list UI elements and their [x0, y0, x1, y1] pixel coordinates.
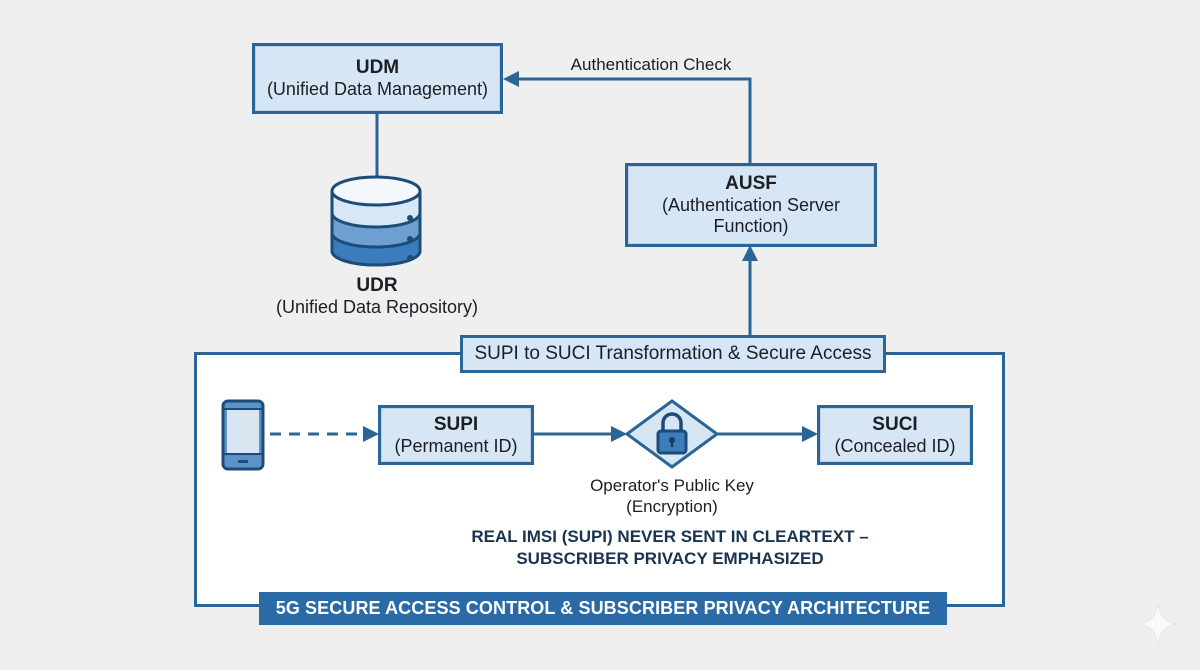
udm-box[interactable]: UDM (Unified Data Management)	[252, 43, 503, 114]
ausf-title: AUSF	[725, 173, 777, 194]
auth-check-arrow	[503, 71, 752, 165]
lock-icon	[656, 412, 688, 455]
auth-check-label: Authentication Check	[570, 55, 732, 74]
suci-box[interactable]: SUCI (Concealed ID)	[817, 405, 973, 465]
ausf-subtitle-line1: (Authentication Server	[661, 195, 841, 215]
suci-subtitle: (Concealed ID)	[834, 435, 956, 456]
udr-subtitle: (Unified Data Repository)	[275, 297, 479, 317]
database-icon	[330, 175, 422, 267]
udm-title: UDM	[355, 57, 400, 78]
section-title: SUPI to SUCI Transformation & Secure Acc…	[460, 335, 886, 373]
encryption-label: Operator's Public Key (Encryption)	[570, 475, 774, 517]
ausf-subtitle-line2: Function)	[713, 216, 789, 236]
privacy-section-frame	[194, 352, 1005, 607]
privacy-statement: REAL IMSI (SUPI) NEVER SENT IN CLEARTEXT…	[440, 526, 900, 570]
supi-box[interactable]: SUPI (Permanent ID)	[378, 405, 534, 465]
encryption-label-line2: (Encryption)	[626, 497, 718, 516]
udr-title: UDR	[356, 275, 398, 296]
sparkle-icon	[1139, 603, 1177, 645]
udm-subtitle: (Unified Data Management)	[266, 79, 489, 99]
encryption-label-line1: Operator's Public Key	[590, 476, 754, 495]
ausf-box[interactable]: AUSF (Authentication Server Function)	[625, 163, 877, 247]
supi-title: SUPI	[433, 413, 479, 435]
encryption-diamond[interactable]	[624, 398, 720, 470]
suci-title: SUCI	[872, 413, 918, 435]
privacy-line1: REAL IMSI (SUPI) NEVER SENT IN CLEARTEXT…	[471, 527, 869, 546]
smartphone-icon[interactable]	[221, 399, 267, 471]
privacy-line2: SUBSCRIBER PRIVACY EMPHASIZED	[516, 549, 824, 568]
footer-banner: 5G SECURE ACCESS CONTROL & SUBSCRIBER PR…	[259, 592, 947, 625]
supi-subtitle: (Permanent ID)	[394, 435, 518, 456]
udr-label: UDR (Unified Data Repository)	[265, 275, 489, 318]
